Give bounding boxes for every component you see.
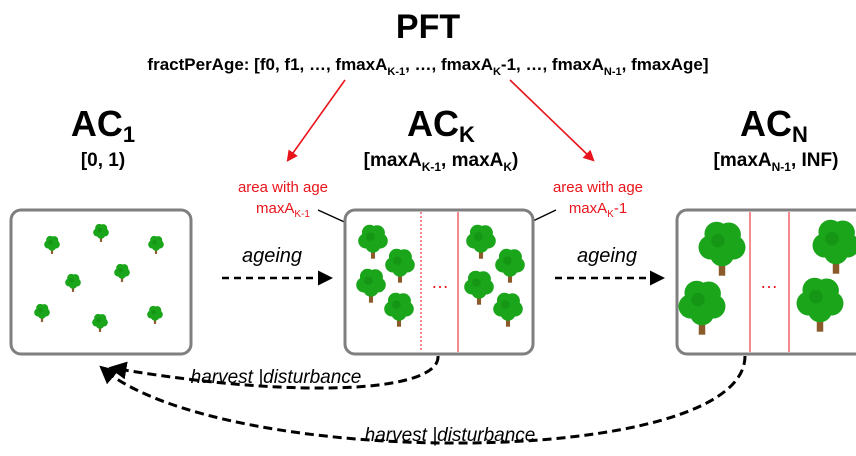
tree-large-1	[812, 219, 856, 274]
tree-medium-4	[466, 224, 496, 259]
fract-sub-2: K	[493, 66, 501, 78]
tree-small-5	[34, 303, 50, 322]
ack-name: ACK	[407, 103, 475, 147]
tree-medium-2	[356, 268, 386, 303]
annotation-right-line2: maxAK-1	[569, 200, 627, 220]
tree-large-3	[796, 277, 844, 332]
fract-mid-1: , …, fmaxA	[405, 55, 493, 74]
tree-small-2	[148, 235, 164, 254]
tree-medium-3	[384, 292, 414, 327]
tree-medium-7	[493, 292, 523, 327]
fract-sub-1: K-1	[387, 66, 405, 78]
acn-range: [maxAN-1, INF)	[714, 150, 839, 174]
fract-mid-2: -1, …, fmaxA	[501, 55, 604, 74]
trees-layer	[34, 219, 856, 335]
harvest-curve-long	[99, 355, 747, 445]
acn-name: ACN	[740, 103, 808, 147]
tree-small-3	[65, 273, 81, 292]
tree-small-7	[147, 305, 163, 324]
red-arrow-left	[286, 79, 346, 162]
tree-medium-1	[385, 248, 415, 283]
tree-large-2	[678, 280, 726, 335]
fract-lead: fractPerAge: [f0, f1, …, fmaxA	[147, 55, 387, 74]
harvest-label-short: harvest |disturbance	[191, 367, 362, 388]
acn-ellipsis: …	[760, 272, 778, 292]
tree-medium-5	[495, 248, 525, 283]
annotation-right-line1: area with age	[553, 179, 643, 196]
tree-small-4	[114, 263, 130, 282]
harvest-label-long: harvest |disturbance	[365, 425, 536, 446]
annotation-left-line2: maxAK-1	[256, 200, 310, 220]
tree-medium-0	[358, 224, 388, 259]
ack-range: [maxAK-1, maxAK)	[364, 150, 519, 174]
fract-per-age-line: fractPerAge: [f0, f1, …, fmaxAK-1, …, fm…	[147, 55, 708, 78]
ac1-range: [0, 1)	[81, 150, 125, 171]
harvest-curve-short	[108, 355, 440, 390]
diagram-title: PFT	[396, 8, 460, 46]
tree-small-1	[93, 223, 109, 242]
annotation-left-line1: area with age	[238, 179, 328, 196]
fract-sub-3: N-1	[604, 66, 622, 78]
tree-large-0	[698, 221, 746, 276]
fract-tail: , fmaxAge]	[622, 55, 709, 74]
ac1-name: AC1	[71, 103, 135, 147]
tree-medium-6	[464, 270, 494, 305]
ageing-label-2: ageing	[577, 245, 637, 267]
red-arrow-right	[509, 79, 595, 162]
ageing-label-1: ageing	[242, 245, 302, 267]
ack-ellipsis: …	[431, 272, 449, 292]
tree-small-6	[92, 313, 108, 332]
tree-small-0	[44, 235, 60, 254]
